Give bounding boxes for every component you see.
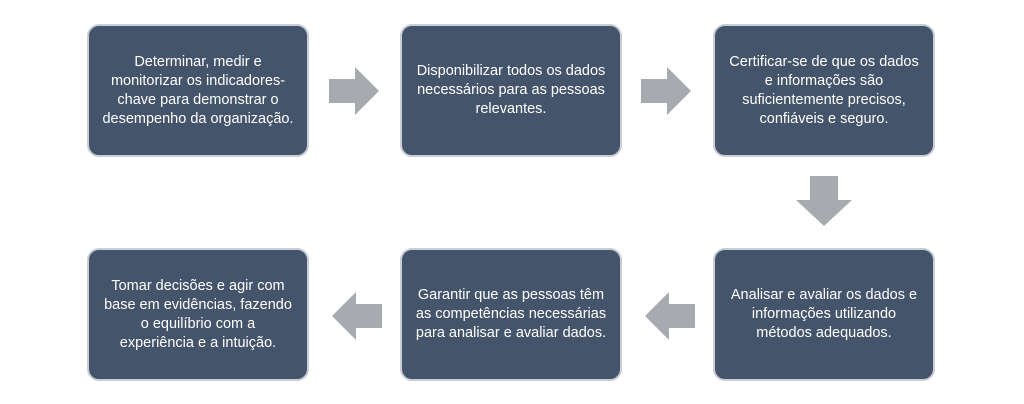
step-text-5: Garantir que as pessoas têm as competênc… bbox=[415, 287, 607, 341]
step-text-2: Disponibilizar todos os dados necessário… bbox=[416, 63, 606, 117]
step-box-1: Determinar, medir e monitorizar os indic… bbox=[87, 24, 309, 157]
step-text-3: Certificar-se de que os dados e informaç… bbox=[729, 53, 919, 127]
arrow-left-icon bbox=[332, 292, 382, 340]
step-box-3: Certificar-se de que os dados e informaç… bbox=[713, 24, 935, 157]
step-text-1: Determinar, medir e monitorizar os indic… bbox=[102, 53, 294, 127]
arrow-right-icon bbox=[329, 67, 379, 115]
arrow-down-icon bbox=[796, 176, 852, 226]
step-text-4: Analisar e avaliar os dados e informaçõe… bbox=[730, 287, 918, 341]
step-text-6: Tomar decisões e agir com base em evidên… bbox=[104, 277, 292, 351]
arrow-right-icon bbox=[641, 67, 691, 115]
step-box-6: Tomar decisões e agir com base em evidên… bbox=[87, 248, 309, 381]
arrow-left-icon bbox=[645, 292, 695, 340]
step-box-4: Analisar e avaliar os dados e informaçõe… bbox=[713, 248, 935, 381]
step-box-2: Disponibilizar todos os dados necessário… bbox=[400, 24, 622, 157]
step-box-5: Garantir que as pessoas têm as competênc… bbox=[400, 248, 622, 381]
